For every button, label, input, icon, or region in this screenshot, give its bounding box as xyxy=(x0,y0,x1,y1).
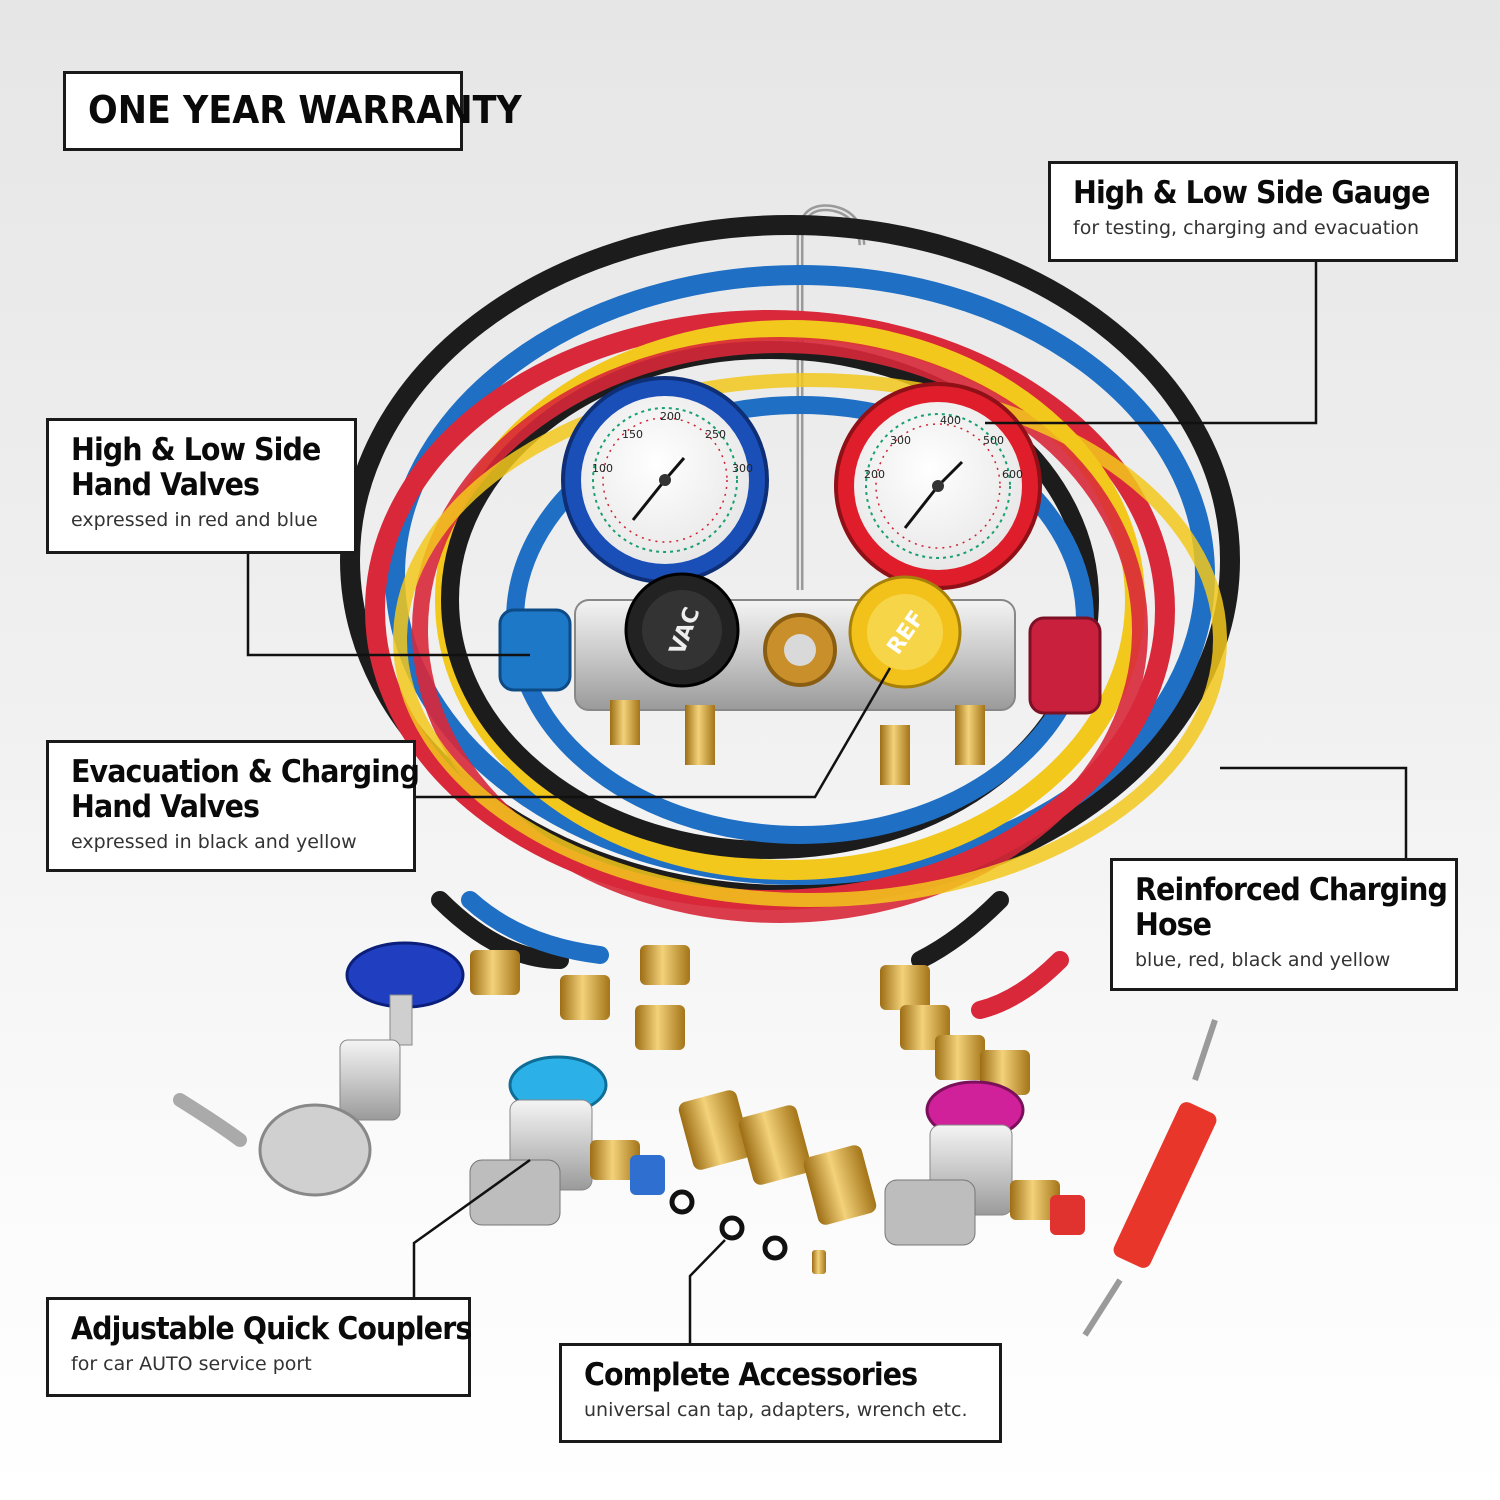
valve-core-wrench xyxy=(1082,1019,1218,1337)
callout-leader-lines xyxy=(246,262,1408,1343)
low-gauge-tick: 250 xyxy=(705,428,726,441)
high-gauge-tick: 400 xyxy=(940,414,961,427)
callout-gauge-title: High & Low Side Gauge xyxy=(1073,175,1430,211)
callout-hose-subtitle: blue, red, black and yellow xyxy=(1135,949,1391,971)
ref-knob: REF xyxy=(848,575,962,689)
callout-evac-valves-title-2: Hand Valves xyxy=(71,789,260,825)
callout-evac-valves: Evacuation & Charging Hand Valves expres… xyxy=(46,740,420,872)
callout-hose-title-1: Reinforced Charging xyxy=(1135,872,1448,908)
callout-gauge: High & Low Side Gauge for testing, charg… xyxy=(1048,161,1458,262)
callout-hand-valves: High & Low Side Hand Valves expressed in… xyxy=(46,418,357,554)
callout-accessories: Complete Accessories universal can tap, … xyxy=(559,1343,1002,1443)
low-side-gauge: 150 200 250 100 300 xyxy=(561,376,769,584)
low-gauge-tick: 100 xyxy=(592,462,613,475)
high-gauge-tick: 600 xyxy=(1002,468,1023,481)
callout-couplers: Adjustable Quick Couplers for car AUTO s… xyxy=(46,1297,472,1397)
low-gauge-tick: 300 xyxy=(732,462,753,475)
low-side-blue-valve xyxy=(498,608,572,692)
high-gauge-tick: 200 xyxy=(864,468,885,481)
callout-hand-valves-title-1: High & Low Side xyxy=(71,432,321,468)
brass-adapters xyxy=(669,1090,877,1274)
high-gauge-tick: 300 xyxy=(890,434,911,447)
callout-evac-valves-subtitle: expressed in black and yellow xyxy=(71,831,357,853)
callout-hose: Reinforced Charging Hose blue, red, blac… xyxy=(1110,858,1458,991)
hose-end-fittings xyxy=(470,945,1030,1095)
callout-couplers-title: Adjustable Quick Couplers xyxy=(71,1311,472,1347)
low-side-quick-coupler xyxy=(469,1055,665,1226)
callout-evac-valves-title-1: Evacuation & Charging xyxy=(71,754,420,790)
charging-hose-coils xyxy=(340,215,1240,1019)
callout-hand-valves-subtitle: expressed in red and blue xyxy=(71,509,318,531)
warranty-badge: ONE YEAR WARRANTY xyxy=(63,71,522,151)
callout-hand-valves-title-2: Hand Valves xyxy=(71,467,260,503)
callout-accessories-subtitle: universal can tap, adapters, wrench etc. xyxy=(584,1399,968,1421)
high-side-gauge: 300 400 500 200 600 xyxy=(834,382,1042,590)
callout-hose-title-2: Hose xyxy=(1135,907,1212,943)
vac-knob: VAC xyxy=(624,572,740,688)
high-gauge-tick: 500 xyxy=(983,434,1004,447)
callout-couplers-subtitle: for car AUTO service port xyxy=(71,1353,312,1375)
high-side-red-valve xyxy=(1028,616,1102,715)
low-gauge-tick: 200 xyxy=(660,410,681,423)
high-side-quick-coupler xyxy=(884,1080,1085,1246)
callout-accessories-title: Complete Accessories xyxy=(584,1357,918,1393)
can-tap-valve xyxy=(173,941,465,1197)
callout-gauge-subtitle: for testing, charging and evacuation xyxy=(1073,217,1420,239)
low-gauge-tick: 150 xyxy=(622,428,643,441)
warranty-title: ONE YEAR WARRANTY xyxy=(88,88,522,132)
